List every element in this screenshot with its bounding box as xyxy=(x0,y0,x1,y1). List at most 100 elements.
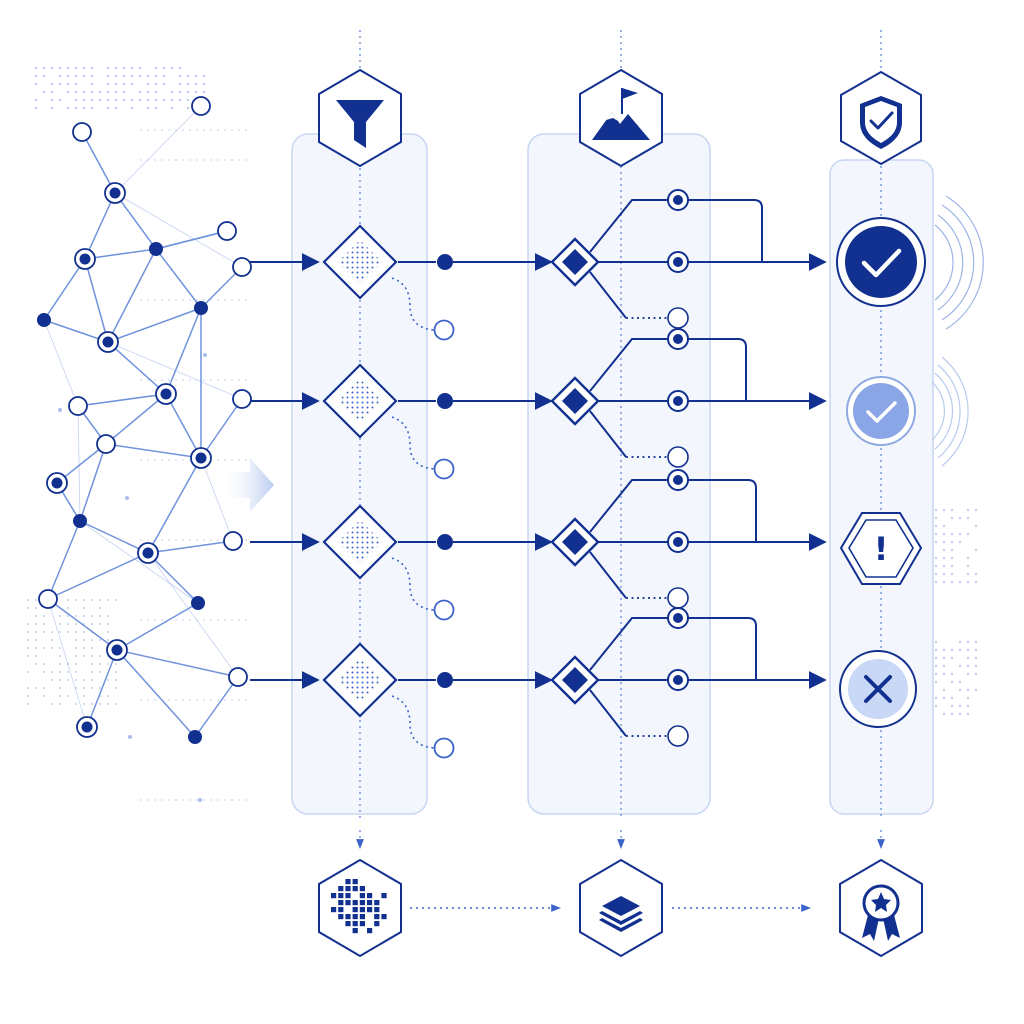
network-node-core xyxy=(110,188,121,199)
pixel xyxy=(353,886,358,891)
network-node-core xyxy=(112,645,123,656)
exclamation-icon: ! xyxy=(874,530,889,568)
pixel xyxy=(360,886,365,891)
pixel xyxy=(360,914,365,919)
network-edge xyxy=(148,541,233,553)
bottom-node-layers xyxy=(580,860,662,956)
network-node xyxy=(218,222,236,240)
pixel xyxy=(374,907,379,912)
network-node xyxy=(37,313,51,327)
pass-node xyxy=(437,254,453,270)
branch-node-core xyxy=(673,613,683,623)
network-speck xyxy=(198,798,202,802)
reject-node xyxy=(435,601,454,620)
network-node xyxy=(229,668,247,686)
pixel xyxy=(345,879,350,884)
pixel xyxy=(374,921,379,926)
branch-node-core xyxy=(673,396,683,406)
network-edge xyxy=(106,444,201,458)
outcome-success-soft xyxy=(847,377,915,445)
reject-node xyxy=(435,739,454,758)
pixel xyxy=(338,900,343,905)
network-node-core xyxy=(80,254,91,265)
pixel xyxy=(381,893,386,898)
network-edge xyxy=(48,553,148,599)
network-node xyxy=(149,242,163,256)
pixel xyxy=(367,928,372,933)
pixel xyxy=(353,907,358,912)
network-edge xyxy=(148,553,238,677)
network-edge xyxy=(195,677,238,737)
network-node xyxy=(194,301,208,315)
network-node xyxy=(224,532,242,550)
network-edge xyxy=(117,650,195,737)
network-node xyxy=(97,435,115,453)
pixel xyxy=(345,886,350,891)
network-speck xyxy=(125,496,129,500)
pixel xyxy=(381,914,386,919)
pixel xyxy=(345,893,350,898)
pixel xyxy=(345,914,350,919)
network-edge xyxy=(117,650,238,677)
reject-node xyxy=(435,321,454,340)
input-network-graph xyxy=(37,97,251,802)
pixel xyxy=(374,900,379,905)
network-edge xyxy=(108,308,201,342)
pixel xyxy=(367,900,372,905)
branch-node-core xyxy=(673,537,683,547)
bottom-node-data xyxy=(319,860,401,956)
network-edge xyxy=(44,320,78,406)
pixel xyxy=(353,921,358,926)
network-node xyxy=(192,97,210,115)
network-edge xyxy=(156,231,227,249)
branch-node-core xyxy=(673,257,683,267)
network-node xyxy=(191,596,205,610)
network-node-core xyxy=(143,548,154,559)
pixel xyxy=(345,900,350,905)
network-edge xyxy=(78,406,80,521)
reject-node xyxy=(435,460,454,479)
pixel xyxy=(331,907,336,912)
network-edge xyxy=(80,521,198,603)
branch-node-core xyxy=(673,475,683,485)
branch-node-empty xyxy=(668,726,688,746)
network-node xyxy=(233,258,251,276)
network-speck xyxy=(203,353,207,357)
pixel xyxy=(338,914,343,919)
branch-node-empty xyxy=(668,588,688,608)
pixel xyxy=(338,893,343,898)
network-node-core xyxy=(161,389,172,400)
pixel xyxy=(338,907,343,912)
network-edge xyxy=(117,603,198,650)
pixel xyxy=(353,928,358,933)
network-node-core xyxy=(52,478,63,489)
stage-header-validate xyxy=(841,72,921,164)
network-edge xyxy=(166,308,201,394)
pixel xyxy=(360,900,365,905)
pass-node xyxy=(437,672,453,688)
network-edge xyxy=(44,259,85,320)
branch-node-core xyxy=(673,195,683,205)
network-edge xyxy=(108,249,156,342)
network-speck xyxy=(58,408,62,412)
pixel xyxy=(360,921,365,926)
branch-node-core xyxy=(673,675,683,685)
pixel xyxy=(360,893,365,898)
network-node xyxy=(233,390,251,408)
network-node xyxy=(73,514,87,528)
pixel xyxy=(367,893,372,898)
network-edge xyxy=(80,521,148,553)
branch-node-empty xyxy=(668,447,688,467)
pixel xyxy=(353,879,358,884)
network-speck xyxy=(128,735,132,739)
pixel xyxy=(353,900,358,905)
network-node xyxy=(39,590,57,608)
pixel xyxy=(353,914,358,919)
ripple-rings xyxy=(932,196,983,466)
network-node xyxy=(188,730,202,744)
pass-node xyxy=(437,534,453,550)
bottom-node-award xyxy=(840,860,922,956)
branch-node-empty xyxy=(668,308,688,328)
pass-node xyxy=(437,393,453,409)
